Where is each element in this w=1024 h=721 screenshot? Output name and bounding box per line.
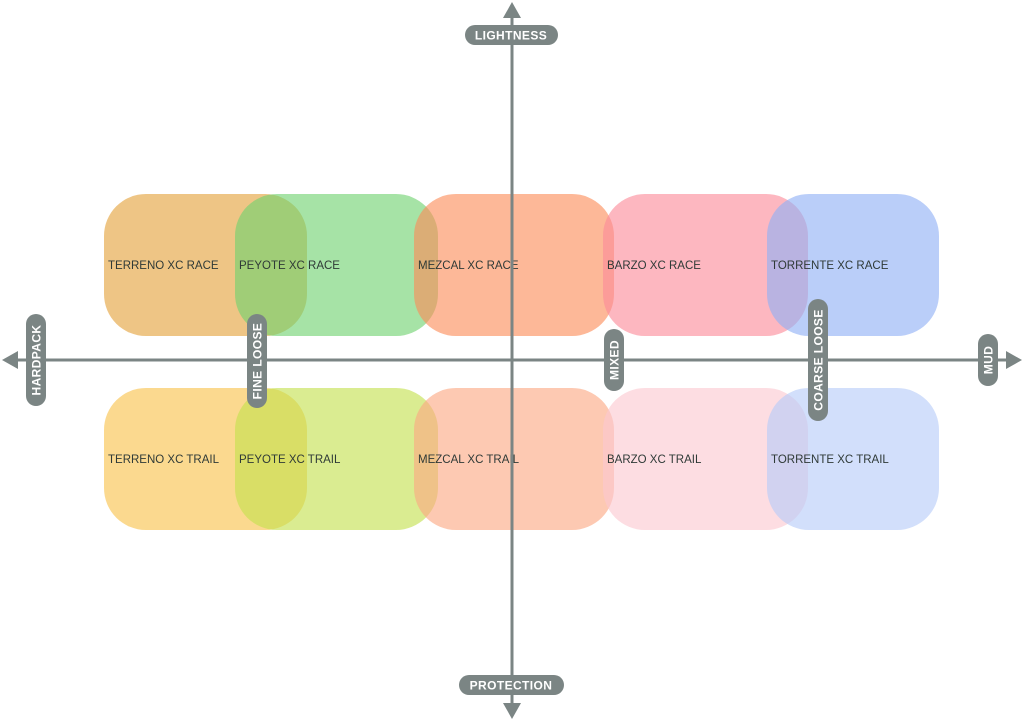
tire-label-race: TORRENTE XC RACE: [771, 260, 889, 272]
protection-label: PROTECTION: [470, 679, 553, 693]
tire-box-race: [414, 194, 614, 336]
axis-label-hardpack: HARDPACK: [26, 314, 46, 406]
trail-tire-group: TERRENO XC TRAIL PEYOTE XC TRAIL MEZCAL XC…: [104, 388, 939, 530]
mixed-label: MIXED: [608, 340, 622, 380]
pill-background: [247, 314, 267, 408]
pill-background: [978, 334, 998, 386]
race-tire-group: TERRENO XC RACE PEYOTE XC RACE MEZCAL XC R…: [104, 194, 939, 336]
tire-box-trail: [603, 388, 808, 530]
tire-box-trail: [235, 388, 438, 530]
tire-box-race: [767, 194, 939, 336]
tire-label-race: TERRENO XC RACE: [108, 260, 219, 272]
axis-label-mud: MUD: [978, 334, 998, 386]
arrow-right-icon: [1006, 351, 1022, 369]
pill-background: [808, 299, 828, 421]
tire-label-trail: PEYOTE XC TRAIL: [239, 454, 341, 466]
pill-background: [26, 314, 46, 406]
tire-label-trail: TERRENO XC TRAIL: [108, 454, 220, 466]
lightness-label: LIGHTNESS: [475, 29, 547, 43]
arrow-down-icon: [503, 703, 521, 719]
fine-loose-label: FINE LOOSE: [251, 323, 265, 400]
coarse-loose-label: COARSE LOOSE: [812, 309, 826, 410]
marker-coarse-loose: COARSE LOOSE: [808, 299, 828, 421]
hardpack-label: HARDPACK: [30, 325, 44, 396]
axis-label-lightness: LIGHTNESS: [465, 25, 558, 45]
tire-box-race: [603, 194, 808, 336]
axis-label-protection: PROTECTION: [459, 675, 564, 695]
tire-label-race: PEYOTE XC RACE: [239, 260, 340, 272]
tire-label-trail: BARZO XC TRAIL: [607, 454, 702, 466]
tire-box-trail: [414, 388, 614, 530]
pill-background: [459, 675, 564, 695]
tire-label-race: MEZCAL XC RACE: [418, 260, 519, 272]
arrow-up-icon: [503, 2, 521, 18]
tire-box-race: [235, 194, 438, 336]
marker-mixed: MIXED: [604, 329, 624, 391]
mud-label: MUD: [982, 346, 996, 375]
tire-box-trail: [767, 388, 939, 530]
pill-background: [465, 25, 558, 45]
tire-label-race: BARZO XC RACE: [607, 260, 701, 272]
marker-fine-loose: FINE LOOSE: [247, 314, 267, 408]
tire-label-trail: TORRENTE XC TRAIL: [771, 454, 889, 466]
pill-background: [604, 329, 624, 391]
arrow-left-icon: [2, 351, 18, 369]
tire-label-trail: MEZCAL XC TRAIL: [418, 454, 520, 466]
